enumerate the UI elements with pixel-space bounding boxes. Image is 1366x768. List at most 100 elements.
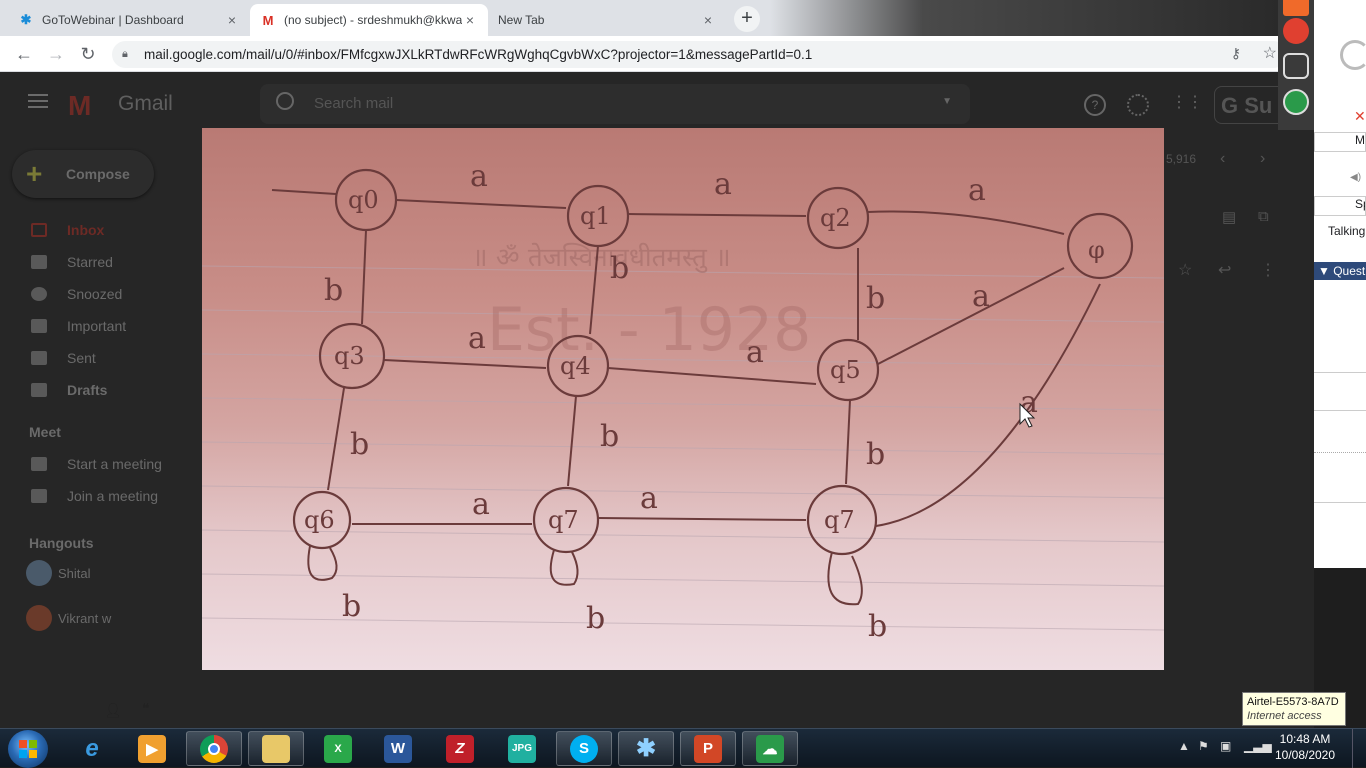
reload-button[interactable]: ↻ (80, 44, 96, 64)
tab-new-tab[interactable]: New Tab × (488, 4, 726, 36)
state-labels: q0 q1 q2 φ q3 q4 q5 q6 q7 q7 (304, 186, 1105, 534)
taskbar-spreadsheet[interactable]: X (310, 731, 366, 766)
transition-label: a (714, 167, 732, 202)
state-q7b (806, 484, 878, 556)
sidebar-item-important[interactable]: Important (0, 310, 200, 342)
transition-labels: a a a b b b a a a b b b a a a b b b (324, 159, 1038, 644)
newer-chevron-icon[interactable]: ‹ (1220, 150, 1226, 167)
search-options-icon[interactable]: ▼ (942, 96, 952, 107)
transition-label: b (868, 609, 887, 644)
join-meeting-item[interactable]: Join a meeting (0, 480, 200, 512)
taskbar-gotowebinar[interactable]: ✱ (618, 731, 674, 766)
sidebar-item-starred[interactable]: Starred (0, 246, 200, 278)
taskbar-filezilla[interactable]: Z (432, 731, 488, 766)
start-meeting-item[interactable]: Start a meeting (0, 448, 200, 480)
state-label: q4 (560, 352, 591, 380)
state-label: q3 (334, 342, 365, 370)
speaker-select[interactable]: Sp (1314, 196, 1366, 216)
search-bar[interactable]: Search mail ▼ (260, 84, 970, 124)
sidebar-item-label: Important (67, 318, 127, 334)
taskbar-media-player[interactable]: ▶ (124, 731, 180, 766)
taskbar-powerpoint[interactable]: P (680, 731, 736, 766)
search-input[interactable]: Search mail (314, 95, 394, 112)
webcam-icon[interactable] (1314, 40, 1366, 70)
reply-icon[interactable]: ↩ (1218, 262, 1232, 279)
system-clock[interactable]: 10:48 AM 10/08/2020 (1270, 731, 1340, 763)
main-menu-icon[interactable] (28, 94, 48, 112)
tab-bar: ✱ GoToWebinar | Dashboard × M (no subjec… (0, 0, 1280, 36)
sidebar-item-inbox[interactable]: Inbox (0, 214, 200, 246)
sidebar-item-sent[interactable]: Sent (0, 342, 200, 374)
bookmark-star-icon[interactable]: ☆ (1262, 45, 1277, 62)
gotowebinar-icon: ✱ (20, 12, 32, 27)
tab-gmail[interactable]: M (no subject) - srdeshmukh@kkwa × (250, 4, 488, 36)
close-tab-icon[interactable]: × (703, 12, 713, 28)
address-bar[interactable]: 🔒︎ mail.google.com/mail/u/0/#inbox/FMfcg… (112, 41, 1287, 68)
compose-label: Compose (66, 166, 130, 182)
settings-gear-icon[interactable] (1127, 94, 1149, 116)
windows-taskbar: e ▶ X W Z JPG S ✱ P ☁ ▲ ⚑ ▣ ▁▃▅ 10:48 AM… (0, 728, 1366, 768)
mouse-cursor-icon (1019, 402, 1036, 428)
raise-hand-icon[interactable] (1283, 89, 1309, 115)
taskbar-chrome[interactable] (186, 731, 242, 766)
taskbar-internet-explorer[interactable]: e (64, 731, 120, 766)
show-desktop-button[interactable] (1352, 729, 1366, 768)
hangout-contact[interactable]: Vikrant w (26, 605, 111, 631)
start-button[interactable] (8, 730, 48, 768)
hangout-contact[interactable]: Shital (26, 560, 91, 586)
older-chevron-icon[interactable]: › (1260, 150, 1266, 167)
state-q3 (318, 322, 386, 390)
more-options-icon[interactable]: ⋮ (1260, 262, 1276, 279)
audio-muted-icon: ✕ (1354, 108, 1366, 124)
hangouts-icon[interactable]: ❝ (142, 700, 150, 716)
sidebar-item-snoozed[interactable]: Snoozed (0, 278, 200, 310)
device-icon[interactable]: ▣ (1220, 739, 1232, 753)
contact-name: Vikrant w (58, 610, 112, 626)
meet-item-label: Start a meeting (67, 456, 162, 472)
word-icon: W (384, 734, 412, 763)
taskbar-file-explorer[interactable] (248, 731, 304, 766)
search-icon[interactable] (276, 92, 294, 110)
action-center-flag-icon[interactable]: ⚑ (1198, 739, 1209, 753)
print-icon[interactable]: ▤ (1222, 209, 1237, 226)
forward-button[interactable]: → (47, 44, 65, 64)
close-tab-icon[interactable]: × (227, 12, 237, 28)
compose-button[interactable]: + Compose (12, 150, 154, 198)
show-hidden-icons[interactable]: ▲ (1178, 739, 1190, 753)
close-tab-icon[interactable]: × (465, 12, 475, 28)
help-icon[interactable]: ? (1084, 94, 1106, 116)
key-icon[interactable]: ⚷ (1230, 45, 1241, 61)
powerpoint-icon: P (694, 734, 722, 763)
back-button[interactable]: ← (15, 44, 33, 64)
transition-label: b (610, 251, 629, 286)
gsuite-logo[interactable]: G Su (1214, 86, 1324, 124)
new-tab-button[interactable]: + (734, 6, 760, 32)
screen-share-icon[interactable] (1283, 53, 1309, 79)
apps-grid-icon[interactable]: ⋮⋮ (1171, 94, 1203, 111)
questions-label: Quest (1333, 264, 1366, 278)
transition-label: b (600, 419, 619, 454)
taskbar-skype[interactable]: S (556, 731, 612, 766)
star-message-icon[interactable]: ☆ (1178, 262, 1193, 279)
microphone-muted-icon[interactable] (1283, 18, 1309, 44)
webinar-arrow-icon[interactable] (1283, 0, 1309, 16)
state-label: q6 (304, 506, 335, 534)
transition-label: b (342, 589, 361, 624)
taskbar-word[interactable]: W (370, 731, 426, 766)
network-signal-icon[interactable]: ▁▃▅ (1244, 739, 1272, 753)
gmail-logo-icon[interactable]: M (68, 90, 92, 121)
speaker-icon: ◀) (1350, 172, 1362, 183)
taskbar-image-converter[interactable]: JPG (494, 731, 550, 766)
sidebar-item-label: Snoozed (67, 286, 123, 302)
transition-arrows (271, 189, 1101, 606)
questions-section-header[interactable]: ▼ Quest (1314, 262, 1366, 280)
open-new-window-icon[interactable]: ⧉ (1258, 208, 1269, 225)
internet-explorer-icon: e (85, 734, 99, 762)
sidebar-item-drafts[interactable]: Drafts (0, 374, 200, 406)
contacts-icon[interactable]: 👤︎ (104, 702, 122, 718)
message-count: 5,916 (1166, 152, 1197, 166)
taskbar-cloud-download[interactable]: ☁ (742, 731, 798, 766)
audio-mode-select[interactable]: M (1314, 132, 1366, 152)
tab-gotowebinar[interactable]: ✱ GoToWebinar | Dashboard × (8, 4, 251, 36)
state-phi (1066, 212, 1134, 280)
